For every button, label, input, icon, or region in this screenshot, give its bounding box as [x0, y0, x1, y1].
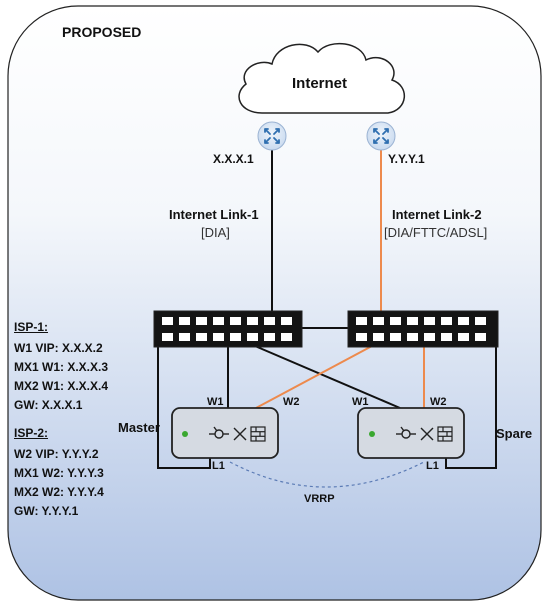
vrrp-label: VRRP	[304, 493, 335, 505]
link-sw1-mx2-w1	[254, 345, 401, 409]
link1-type: [DIA]	[201, 225, 230, 240]
isp1-line: GW: X.X.X.1	[14, 398, 83, 412]
isp1-line: W1 VIP: X.X.X.2	[14, 341, 103, 355]
isp2-line: W2 VIP: Y.Y.Y.2	[14, 447, 99, 461]
router-icon-right	[366, 121, 396, 151]
router-icon-left	[257, 121, 287, 151]
router-mini-icon	[233, 427, 247, 441]
isp2-line: MX1 W2: Y.Y.Y.3	[14, 466, 104, 480]
firewall-icon	[437, 426, 453, 442]
vrrp-link	[229, 461, 425, 488]
isp2-heading: ISP-2:	[14, 426, 49, 440]
isp2-line: GW: Y.Y.Y.1	[14, 504, 79, 518]
status-led-icon	[182, 431, 188, 437]
spare-label: Spare	[496, 426, 533, 441]
isp1-heading: ISP-1:	[14, 320, 49, 334]
lan-loop-spare	[445, 346, 497, 469]
port-label-l1-master: L1	[212, 460, 225, 472]
port-label-w2-spare: W2	[430, 396, 447, 408]
diagram-title: PROPOSED	[62, 24, 142, 40]
firewall-icon	[250, 426, 266, 442]
port-label-w2-master: W2	[283, 396, 300, 408]
link2-type: [DIA/FTTC/ADSL]	[384, 225, 488, 240]
security-appliance-master	[171, 407, 279, 459]
port-label-w1-master: W1	[207, 396, 224, 408]
switch-icon-left	[153, 310, 303, 348]
cloud-icon	[238, 42, 405, 114]
port-label-l1-spare: L1	[426, 460, 439, 472]
isp1-line: MX1 W1: X.X.X.3	[14, 360, 109, 374]
status-led-icon	[369, 431, 375, 437]
security-appliance-spare	[357, 407, 465, 459]
port-label-w1-spare: W1	[352, 396, 369, 408]
isp1-line: MX2 W1: X.X.X.4	[14, 379, 109, 393]
master-label: Master	[118, 420, 160, 435]
link-sw2-mx1-w2	[255, 345, 373, 409]
ip-right: Y.Y.Y.1	[388, 152, 425, 166]
link2-name: Internet Link-2	[392, 207, 482, 222]
switch-icon-right	[347, 310, 499, 348]
lan-loop-master	[157, 346, 211, 469]
vpn-icon	[209, 426, 229, 439]
link1-name: Internet Link-1	[169, 207, 259, 222]
ip-left: X.X.X.1	[213, 152, 254, 166]
router-mini-icon	[420, 427, 434, 441]
isp2-line: MX2 W2: Y.Y.Y.4	[14, 485, 104, 499]
vpn-icon	[396, 426, 416, 439]
cloud-label: Internet	[292, 75, 348, 92]
